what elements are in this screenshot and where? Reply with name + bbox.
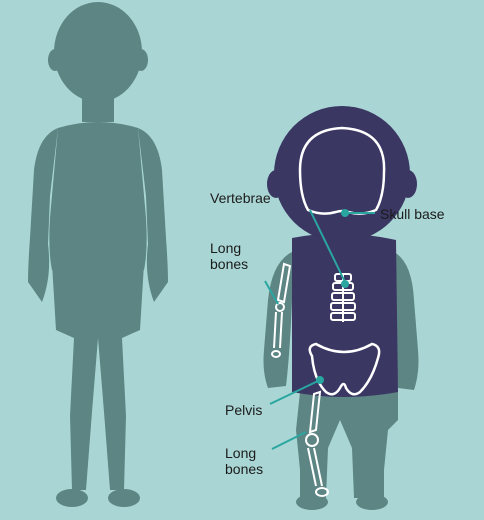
label-skull-base: Skull base	[380, 206, 445, 222]
label-vertebrae: Vertebrae	[210, 190, 271, 206]
label-pelvis: Pelvis	[225, 402, 262, 418]
affected-region	[267, 106, 417, 397]
left-child-silhouette	[28, 2, 168, 507]
label-long-bones-upper: Long bones	[210, 240, 248, 272]
label-long-bones-lower: Long bones	[225, 445, 263, 477]
